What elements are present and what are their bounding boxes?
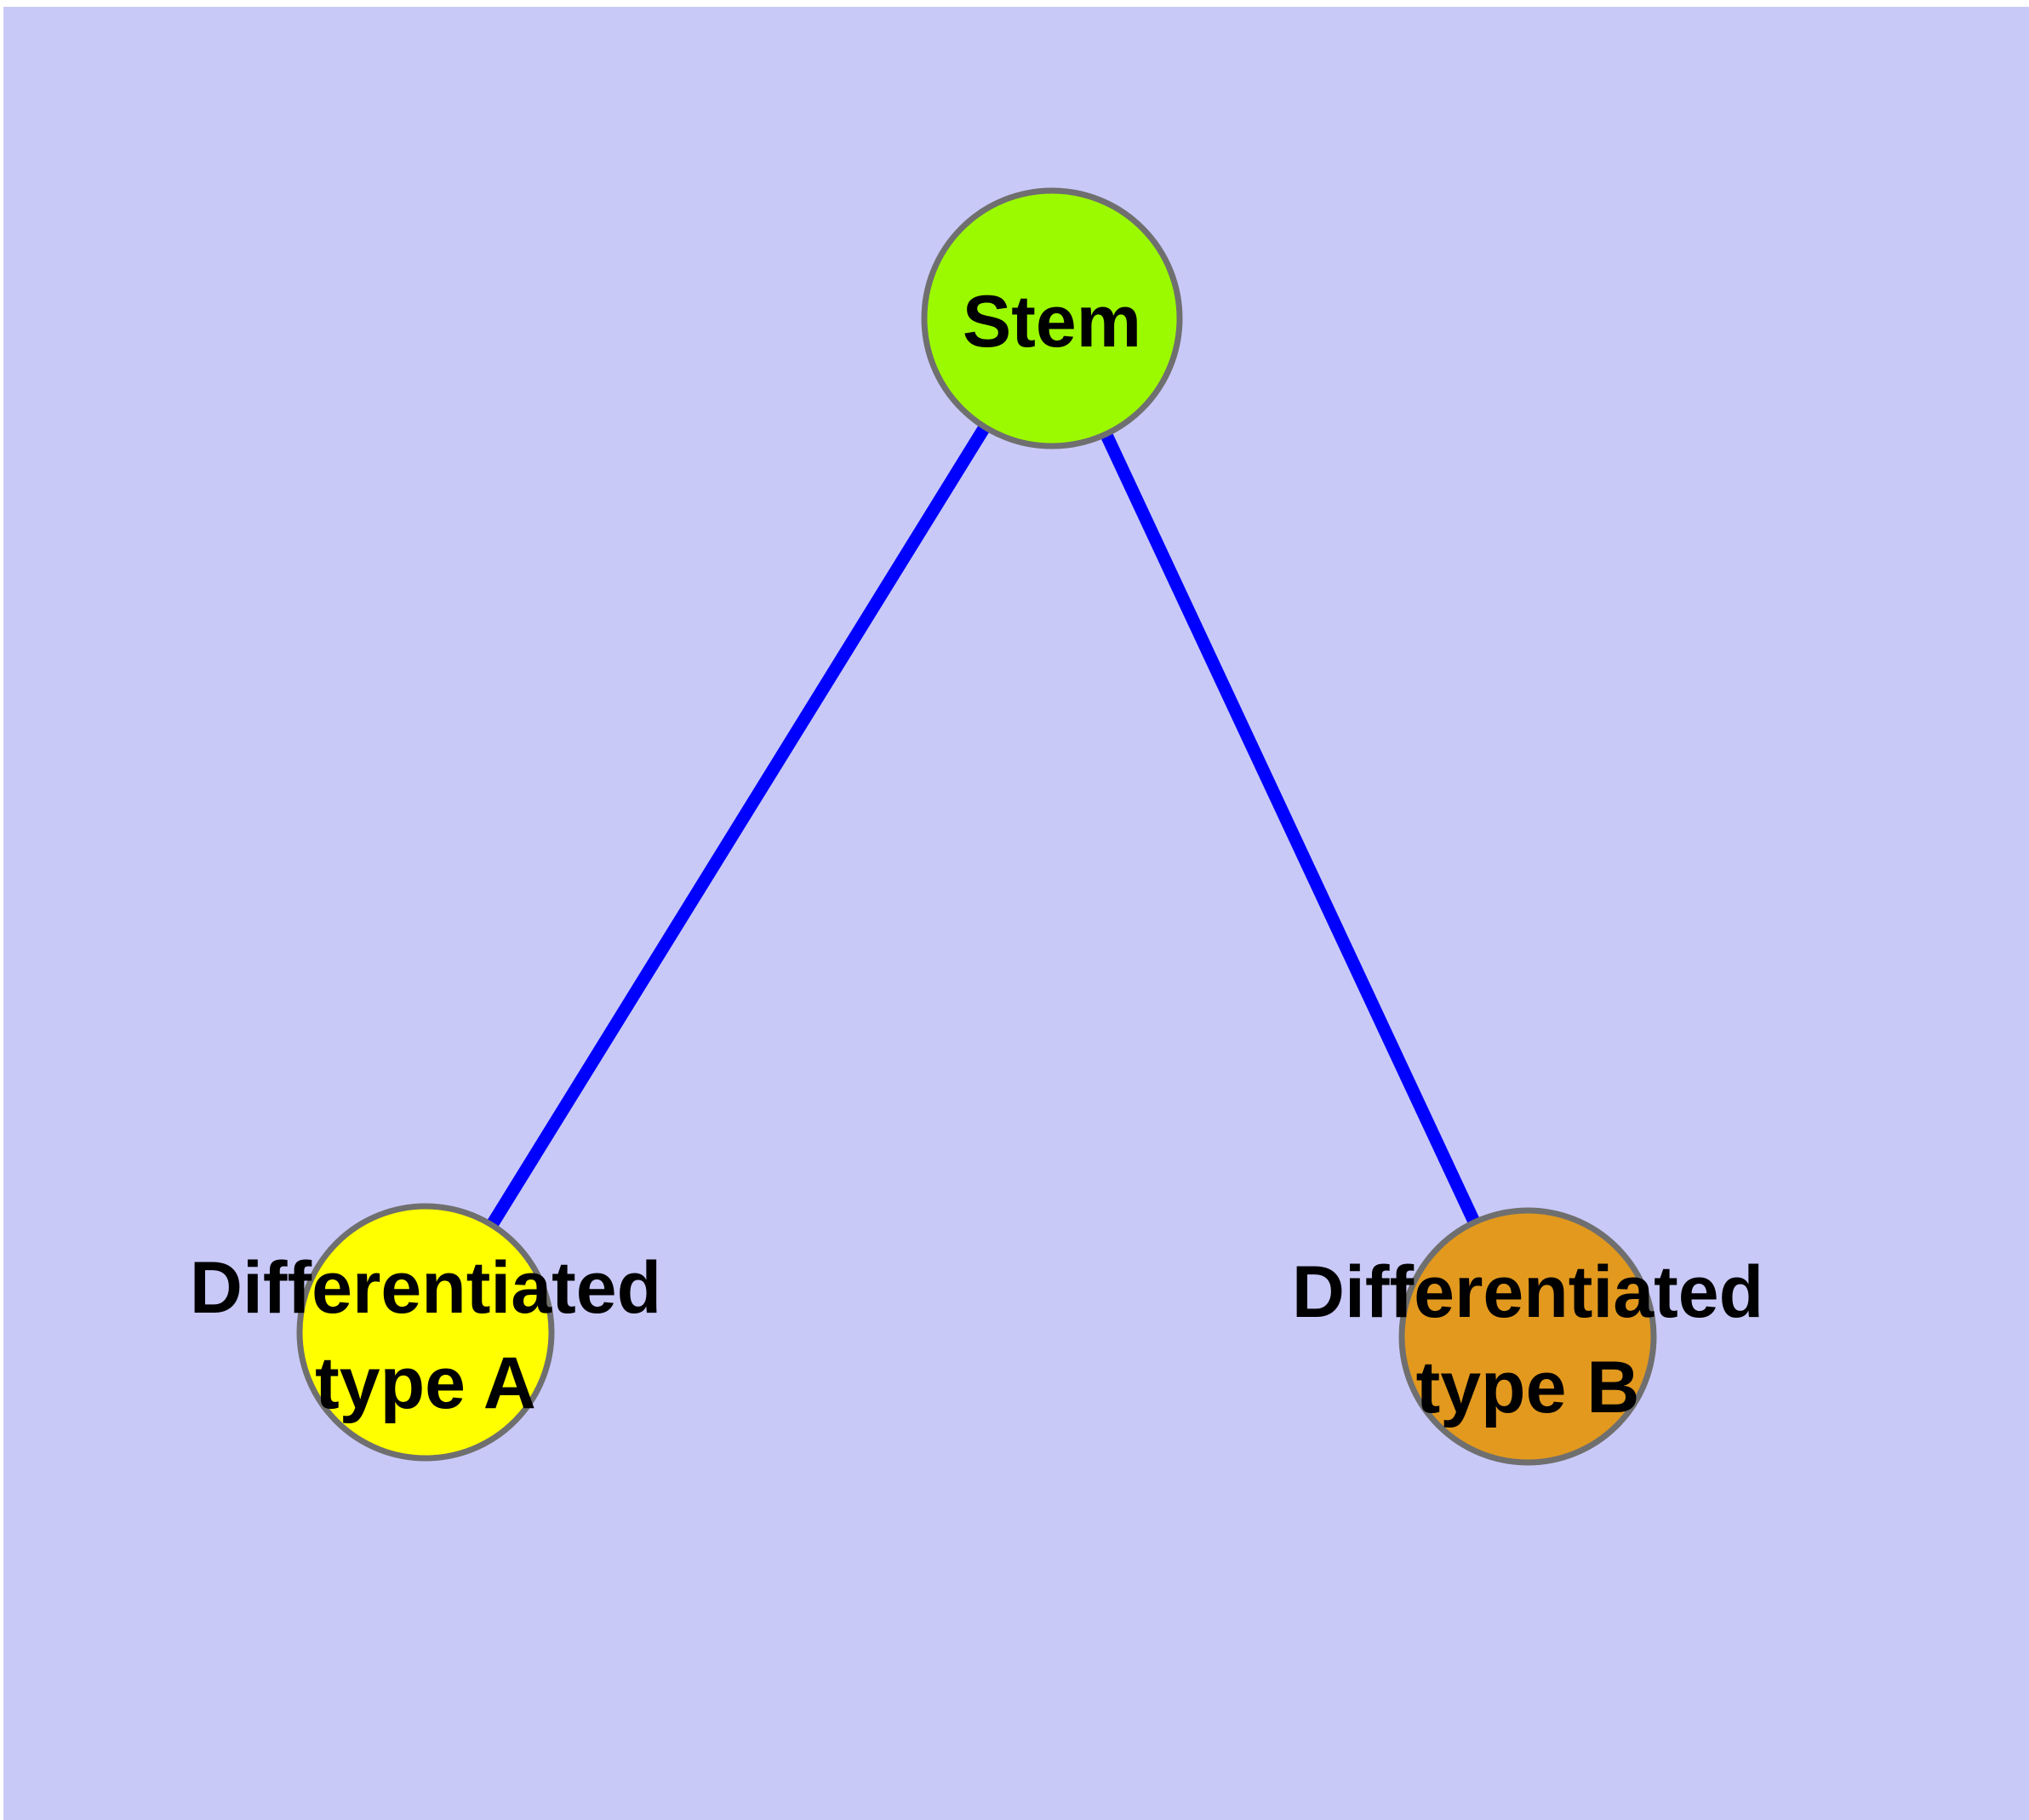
- node-label-line: Stem: [963, 281, 1141, 363]
- edges-layer: [420, 315, 1534, 1340]
- node-differentiated-type-a: [296, 1203, 555, 1462]
- node-label-line: type B: [1416, 1347, 1640, 1428]
- node-label-stem: Stem: [963, 281, 1141, 363]
- node-label-differentiated-type-b: Differentiated type B: [1292, 1251, 1763, 1428]
- edge-stem-differentiated-type-b: [1046, 315, 1534, 1340]
- node-label-differentiated-type-a: Differentiated type A: [190, 1247, 661, 1424]
- node-differentiated-type-b: [1398, 1207, 1657, 1466]
- node-label-line: type A: [315, 1342, 536, 1424]
- node-stem: [921, 187, 1183, 449]
- edge-stem-differentiated-type-a: [420, 315, 1058, 1336]
- node-label-line: Differentiated: [1292, 1251, 1763, 1333]
- node-label-line: Differentiated: [190, 1247, 661, 1329]
